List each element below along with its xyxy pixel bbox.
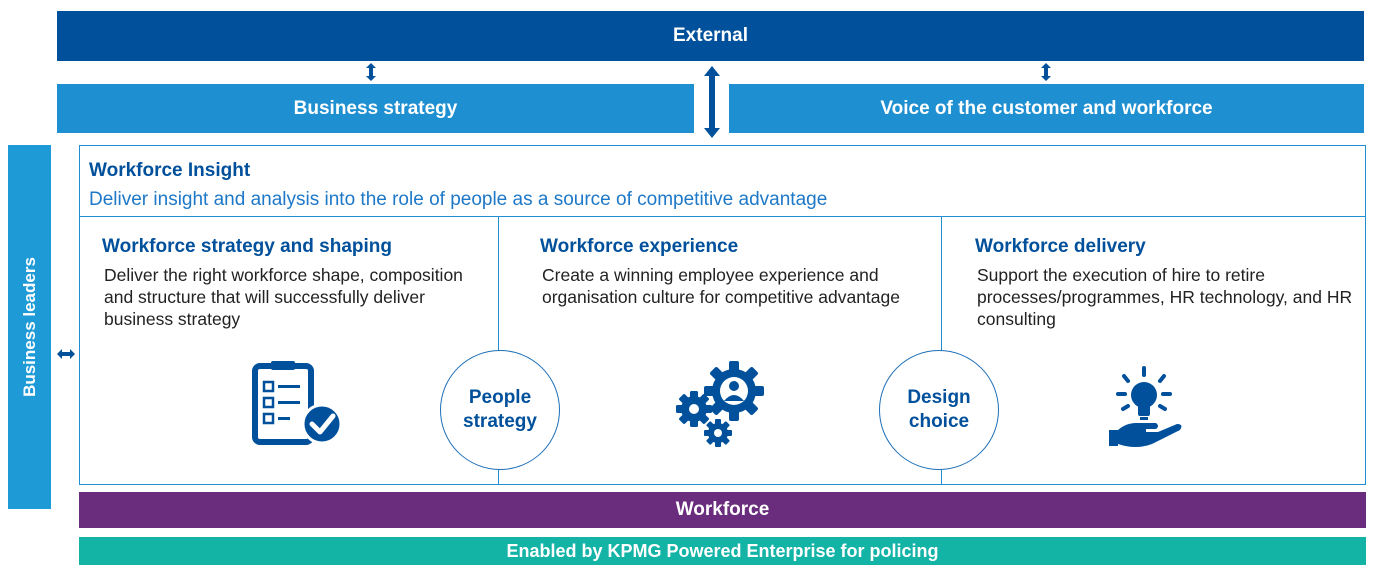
voice-label: Voice of the customer and workforce xyxy=(880,97,1213,119)
insight-subtitle: Deliver insight and analysis into the ro… xyxy=(89,189,828,210)
voice-bar: Voice of the customer and workforce xyxy=(729,84,1364,133)
column-description: Support the execution of hire to retire … xyxy=(977,265,1353,329)
checklist-icon xyxy=(252,360,344,446)
column-title: Workforce strategy and shaping xyxy=(102,236,392,257)
hand-lightbulb-icon xyxy=(1106,366,1186,450)
circle-label: Design choice xyxy=(907,387,971,432)
double-arrow-icon xyxy=(704,66,720,138)
divider xyxy=(80,216,1365,217)
enabled-label: Enabled by KPMG Powered Enterprise for p… xyxy=(506,540,939,561)
external-bar: External xyxy=(57,11,1364,61)
business-leaders-bar: Business leaders xyxy=(8,145,51,509)
circle-label: People strategy xyxy=(463,387,537,432)
column-title: Workforce delivery xyxy=(975,236,1146,257)
column-title: Workforce experience xyxy=(540,236,739,257)
column-description: Create a winning employee experience and… xyxy=(542,265,900,307)
business-strategy-label: Business strategy xyxy=(293,97,458,119)
gears-person-icon xyxy=(676,361,768,449)
horizontal-double-arrow-icon xyxy=(57,349,75,359)
workforce-label: Workforce xyxy=(675,499,770,520)
workforce-bar: Workforce xyxy=(79,492,1366,528)
column-description: Deliver the right workforce shape, compo… xyxy=(104,265,463,329)
insight-title: Workforce Insight xyxy=(89,160,251,181)
business-leaders-label: Business leaders xyxy=(19,257,39,397)
design-choice-circle: Design choice xyxy=(879,350,999,470)
business-strategy-bar: Business strategy xyxy=(57,84,694,133)
people-strategy-circle: People strategy xyxy=(440,350,560,470)
double-arrow-icon xyxy=(1041,63,1051,81)
external-label: External xyxy=(673,25,748,46)
enabled-bar: Enabled by KPMG Powered Enterprise for p… xyxy=(79,537,1366,565)
double-arrow-icon xyxy=(366,63,376,81)
